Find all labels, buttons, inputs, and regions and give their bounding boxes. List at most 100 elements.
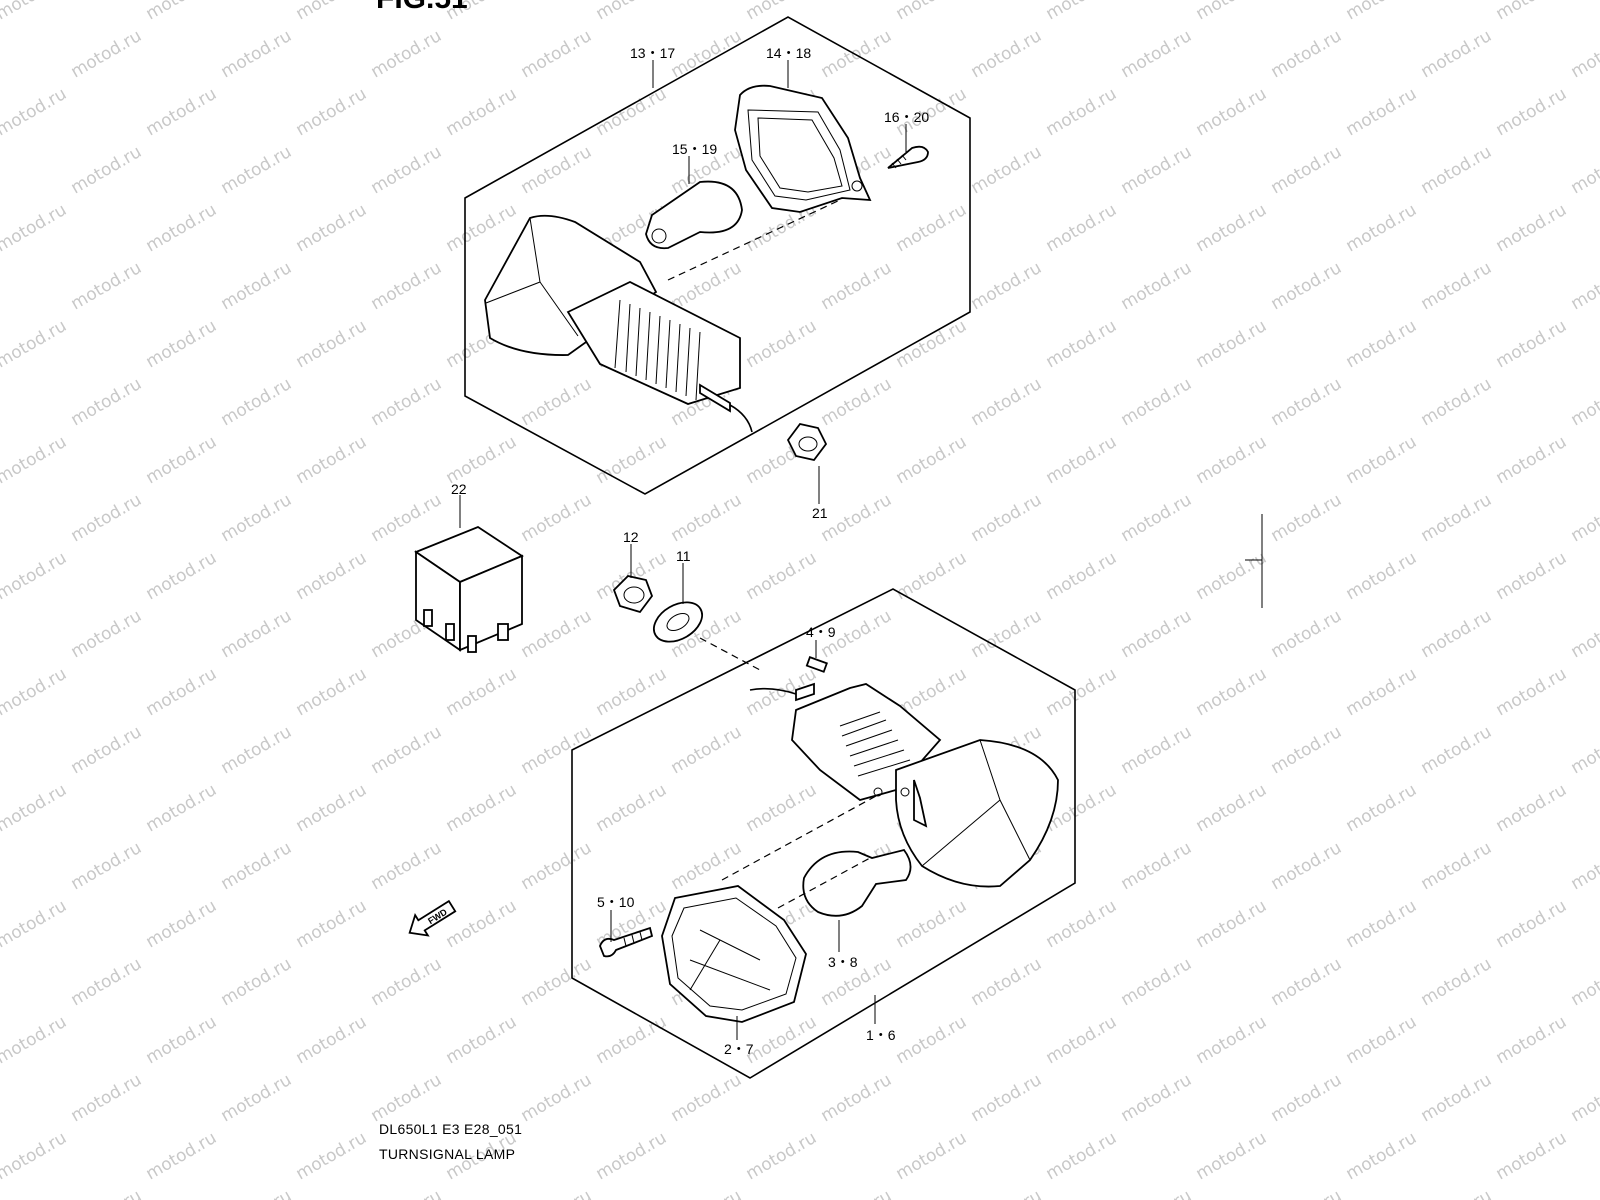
watermark-text: motod.ru [0, 896, 70, 952]
watermark-text: motod.ru [1268, 838, 1346, 894]
upper-centreline [667, 199, 841, 281]
callout-22: 22 [451, 481, 467, 497]
watermark-text: motod.ru [68, 374, 146, 430]
watermark-text: motod.ru [1193, 664, 1271, 720]
watermark-text: motod.ru [668, 838, 746, 894]
watermark-text: motod.ru [143, 0, 221, 24]
watermark-text: motod.ru [218, 1070, 296, 1126]
watermark-text: motod.ru [1568, 838, 1600, 894]
watermark-text: motod.ru [593, 780, 671, 836]
watermark-text: motod.ru [443, 664, 521, 720]
watermark-text: motod.ru [218, 606, 296, 662]
watermark-text: motod.ru [1343, 84, 1421, 140]
watermark-text: motod.ru [0, 548, 70, 604]
watermark-text: motod.ru [968, 258, 1046, 314]
watermark-text: motod.ru [593, 0, 671, 24]
watermark-text: motod.ru [218, 954, 296, 1010]
watermark-text: motod.ru [368, 258, 446, 314]
watermark-text: motod.ru [143, 780, 221, 836]
watermark-text: motod.ru [1568, 606, 1600, 662]
watermark-text: motod.ru [1193, 0, 1271, 24]
watermark-text: motod.ru [1493, 1012, 1571, 1068]
callout-5-10: 5・10 [597, 894, 635, 910]
watermark-text: motod.ru [1043, 0, 1121, 24]
callout-16-20: 16・20 [884, 109, 929, 125]
upper-bulb [645, 180, 743, 250]
watermark-text: motod.ru [368, 1186, 446, 1200]
watermark-text: motod.ru [368, 490, 446, 546]
watermark-text: motod.ru [818, 1070, 896, 1126]
small-pin [805, 656, 828, 673]
watermark-text: motod.ru [1268, 374, 1346, 430]
watermark-text: motod.ru [143, 548, 221, 604]
watermark-text: motod.ru [1418, 606, 1496, 662]
watermark-text: motod.ru [1268, 1186, 1346, 1200]
watermark-text: motod.ru [218, 838, 296, 894]
watermark-text: motod.ru [293, 316, 371, 372]
callout-12: 12 [623, 529, 639, 545]
watermark-text: motod.ru [1268, 606, 1346, 662]
watermark-text: motod.ru [1568, 142, 1600, 198]
callout-13-17: 13・17 [630, 45, 675, 61]
watermark-text: motod.ru [68, 26, 146, 82]
watermark-text: motod.ru [1118, 722, 1196, 778]
watermark-text: motod.ru [518, 490, 596, 546]
watermark-text: motod.ru [743, 316, 821, 372]
watermark-text: motod.ru [968, 374, 1046, 430]
watermark-text: motod.ru [1418, 838, 1496, 894]
watermark-text: motod.ru [1193, 780, 1271, 836]
watermark-text: motod.ru [1343, 548, 1421, 604]
watermark-text: motod.ru [1568, 490, 1600, 546]
watermark-text: motod.ru [893, 200, 971, 256]
watermark-text: motod.ru [1193, 316, 1271, 372]
watermark-text: motod.ru [68, 606, 146, 662]
watermark-text: motod.ru [1343, 664, 1421, 720]
callout-14-18: 14・18 [766, 45, 811, 61]
watermark-text: motod.ru [518, 142, 596, 198]
watermark-text: motod.ru [968, 26, 1046, 82]
watermark-text: motod.ru [1493, 780, 1571, 836]
watermark-text: motod.ru [1193, 548, 1271, 604]
watermark-text: motod.ru [668, 26, 746, 82]
watermark-text: motod.ru [593, 1128, 671, 1184]
watermark-text: motod.ru [1418, 1070, 1496, 1126]
watermark-text: motod.ru [1343, 200, 1421, 256]
watermark-text: motod.ru [893, 432, 971, 488]
watermark-text: motod.ru [968, 1186, 1046, 1200]
watermark-text: motod.ru [518, 606, 596, 662]
callout-11: 11 [676, 548, 691, 564]
watermark-text: motod.ru [1043, 1128, 1121, 1184]
watermark-text: motod.ru [293, 780, 371, 836]
watermark-text: motod.ru [1268, 142, 1346, 198]
watermark-text: motod.ru [68, 838, 146, 894]
watermark-text: motod.ru [1568, 954, 1600, 1010]
upper-lens [734, 84, 872, 213]
watermark-text: motod.ru [143, 896, 221, 952]
watermark-text: motod.ru [0, 84, 70, 140]
watermark-text: motod.ru [0, 0, 70, 24]
watermark-text: motod.ru [1193, 1012, 1271, 1068]
watermark-text: motod.ru [968, 490, 1046, 546]
watermark-text: motod.ru [1418, 374, 1496, 430]
watermark-text: motod.ru [1268, 258, 1346, 314]
watermark-text: motod.ru [1043, 84, 1121, 140]
watermark-text: motod.ru [143, 432, 221, 488]
watermark-text: motod.ru [1418, 258, 1496, 314]
lower-centreline-a [721, 795, 877, 881]
watermark-text: motod.ru [1193, 1128, 1271, 1184]
watermark-text: motod.ru [968, 606, 1046, 662]
watermark-text: motod.ru [68, 954, 146, 1010]
watermark-text: motod.ru [1118, 142, 1196, 198]
watermark-text: motod.ru [443, 896, 521, 952]
watermark-text: motod.ru [743, 548, 821, 604]
watermark-text: motod.ru [218, 258, 296, 314]
watermark-text: motod.ru [518, 722, 596, 778]
watermark-text: motod.ru [293, 1128, 371, 1184]
watermark-text: motod.ru [1493, 432, 1571, 488]
watermark-text: motod.ru [0, 1012, 70, 1068]
watermark-text: motod.ru [368, 374, 446, 430]
watermark-text: motod.ru [1118, 838, 1196, 894]
watermark-text: motod.ru [1343, 780, 1421, 836]
watermark-text: motod.ru [1568, 258, 1600, 314]
watermark-text: motod.ru [893, 316, 971, 372]
